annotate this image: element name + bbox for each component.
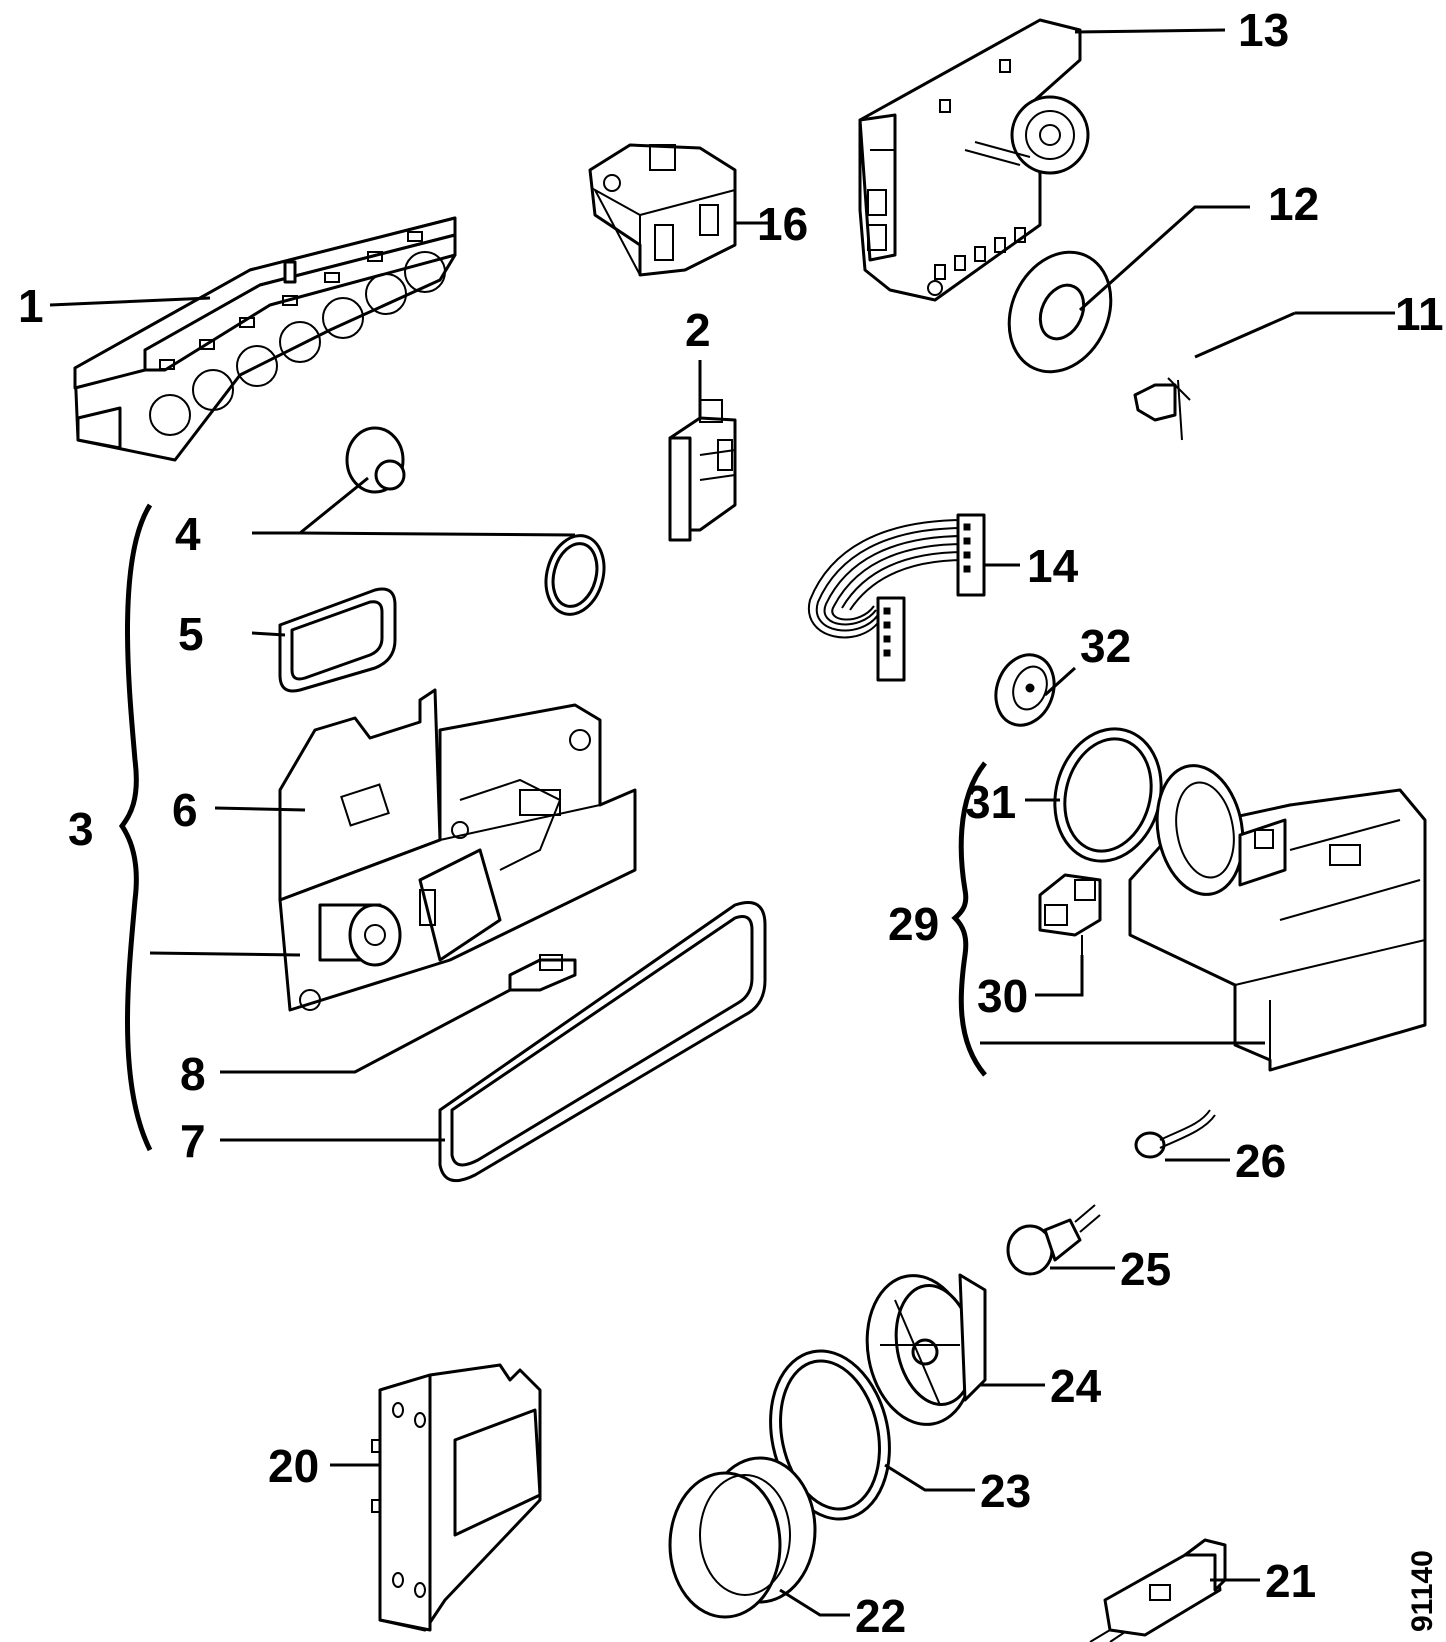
callout-4: 4 bbox=[175, 508, 201, 560]
part-24-knob-body bbox=[865, 1273, 987, 1426]
part-8-clip bbox=[508, 954, 577, 992]
part-14-wiring-harness bbox=[807, 513, 986, 682]
callout-23: 23 bbox=[980, 1465, 1031, 1517]
leader-lines bbox=[49, 28, 1395, 1617]
part-16-relay bbox=[588, 143, 737, 277]
part-26-lamp bbox=[1134, 1109, 1216, 1159]
callout-24: 24 bbox=[1050, 1360, 1102, 1412]
callout-8: 8 bbox=[180, 1048, 206, 1100]
callout-32: 32 bbox=[1080, 620, 1131, 672]
callout-20: 20 bbox=[268, 1440, 319, 1492]
part-4-button-and-ring bbox=[345, 426, 606, 616]
part-22-knob-cap bbox=[668, 1456, 817, 1619]
part-20-transformer bbox=[371, 1363, 542, 1632]
part-7-large-gasket bbox=[438, 901, 767, 1183]
part-31-o-ring bbox=[1053, 727, 1163, 863]
part-5-gasket bbox=[278, 587, 397, 693]
part-29-housing bbox=[1128, 764, 1427, 1072]
part-11-lamp-holder bbox=[1133, 377, 1191, 441]
callout-29: 29 bbox=[888, 898, 939, 950]
door-lock-assembly bbox=[278, 703, 637, 1012]
part-25-bulb bbox=[1006, 1204, 1101, 1276]
part-23-ring bbox=[769, 1349, 891, 1521]
diagram-code: 91140 bbox=[1406, 1550, 1439, 1632]
callout-25: 25 bbox=[1120, 1243, 1171, 1295]
part-1-button-switch-block bbox=[73, 216, 457, 462]
part-12-washer bbox=[1007, 250, 1113, 374]
callout-31: 31 bbox=[965, 776, 1016, 828]
callout-14: 14 bbox=[1027, 540, 1079, 592]
part-32-grille-disc bbox=[994, 653, 1056, 727]
callout-22: 22 bbox=[855, 1590, 906, 1642]
part-21-connector bbox=[1089, 1538, 1227, 1642]
brace-group-29 bbox=[951, 761, 987, 1077]
callout-labels: 1 2 3 4 5 6 7 8 11 12 13 14 16 20 21 22 … bbox=[18, 4, 1444, 1642]
callout-5: 5 bbox=[178, 608, 204, 660]
callout-2: 2 bbox=[685, 304, 711, 356]
callout-12: 12 bbox=[1268, 178, 1319, 230]
callout-1: 1 bbox=[18, 280, 44, 332]
part-13-timer-programmer bbox=[858, 18, 1090, 302]
brace-group-3 bbox=[118, 503, 153, 1152]
callout-6: 6 bbox=[172, 784, 198, 836]
callout-13: 13 bbox=[1238, 4, 1289, 56]
part-2-bracket bbox=[668, 399, 737, 542]
callout-26: 26 bbox=[1235, 1135, 1286, 1187]
callout-16: 16 bbox=[757, 198, 808, 250]
callout-21: 21 bbox=[1265, 1555, 1316, 1607]
callout-30: 30 bbox=[977, 970, 1028, 1022]
callout-11: 11 bbox=[1395, 288, 1444, 340]
callout-3: 3 bbox=[68, 803, 94, 855]
callout-7: 7 bbox=[180, 1115, 206, 1167]
part-30-switch bbox=[1038, 873, 1102, 955]
